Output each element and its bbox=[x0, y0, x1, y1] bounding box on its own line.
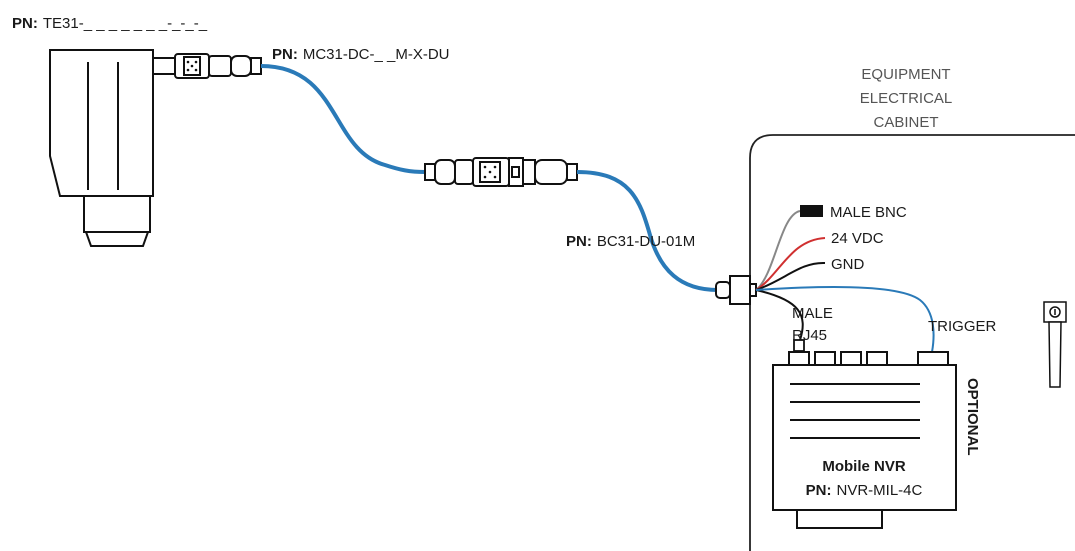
bc-cable-pn-label: PN:BC31-DU-01M bbox=[566, 233, 695, 250]
trigger-label: TRIGGER bbox=[928, 318, 997, 335]
trigger-switch-icon bbox=[1043, 301, 1067, 388]
vdc-label: 24 VDC bbox=[831, 230, 884, 247]
male-bnc-label: MALE BNC bbox=[830, 204, 907, 221]
cabinet-connector-icon bbox=[715, 275, 757, 305]
nvr-device-icon bbox=[772, 351, 957, 529]
camera-icon bbox=[49, 49, 176, 247]
optional-label: OPTIONAL bbox=[964, 378, 981, 456]
m12-connector-icon bbox=[174, 53, 262, 79]
cabinet-title-line2: ELECTRICAL bbox=[860, 90, 953, 107]
inline-coupler-icon bbox=[424, 157, 578, 187]
bnc-connector-icon bbox=[800, 205, 823, 217]
nvr-pn-label: PN:NVR-MIL-4C bbox=[806, 482, 923, 499]
nvr-name-label: Mobile NVR bbox=[822, 458, 906, 475]
gnd-label: GND bbox=[831, 256, 865, 273]
bc-cable bbox=[576, 170, 719, 292]
equipment-cabinet bbox=[749, 134, 1075, 551]
camera-pn-label: PN:TE31-_ _ _ _ _ _ _-_-_-_ bbox=[12, 15, 208, 32]
camera-cable bbox=[260, 64, 426, 174]
cabinet-title-line1: EQUIPMENT bbox=[861, 66, 950, 83]
mc-cable-pn-label: PN:MC31-DC-_ _M-X-DU bbox=[272, 46, 450, 63]
male-rj45-label-line1: MALE bbox=[792, 305, 833, 322]
cabinet-title-line3: CABINET bbox=[873, 114, 938, 131]
cabinet-wires bbox=[755, 210, 935, 353]
male-rj45-label-line2: RJ45 bbox=[792, 327, 827, 344]
